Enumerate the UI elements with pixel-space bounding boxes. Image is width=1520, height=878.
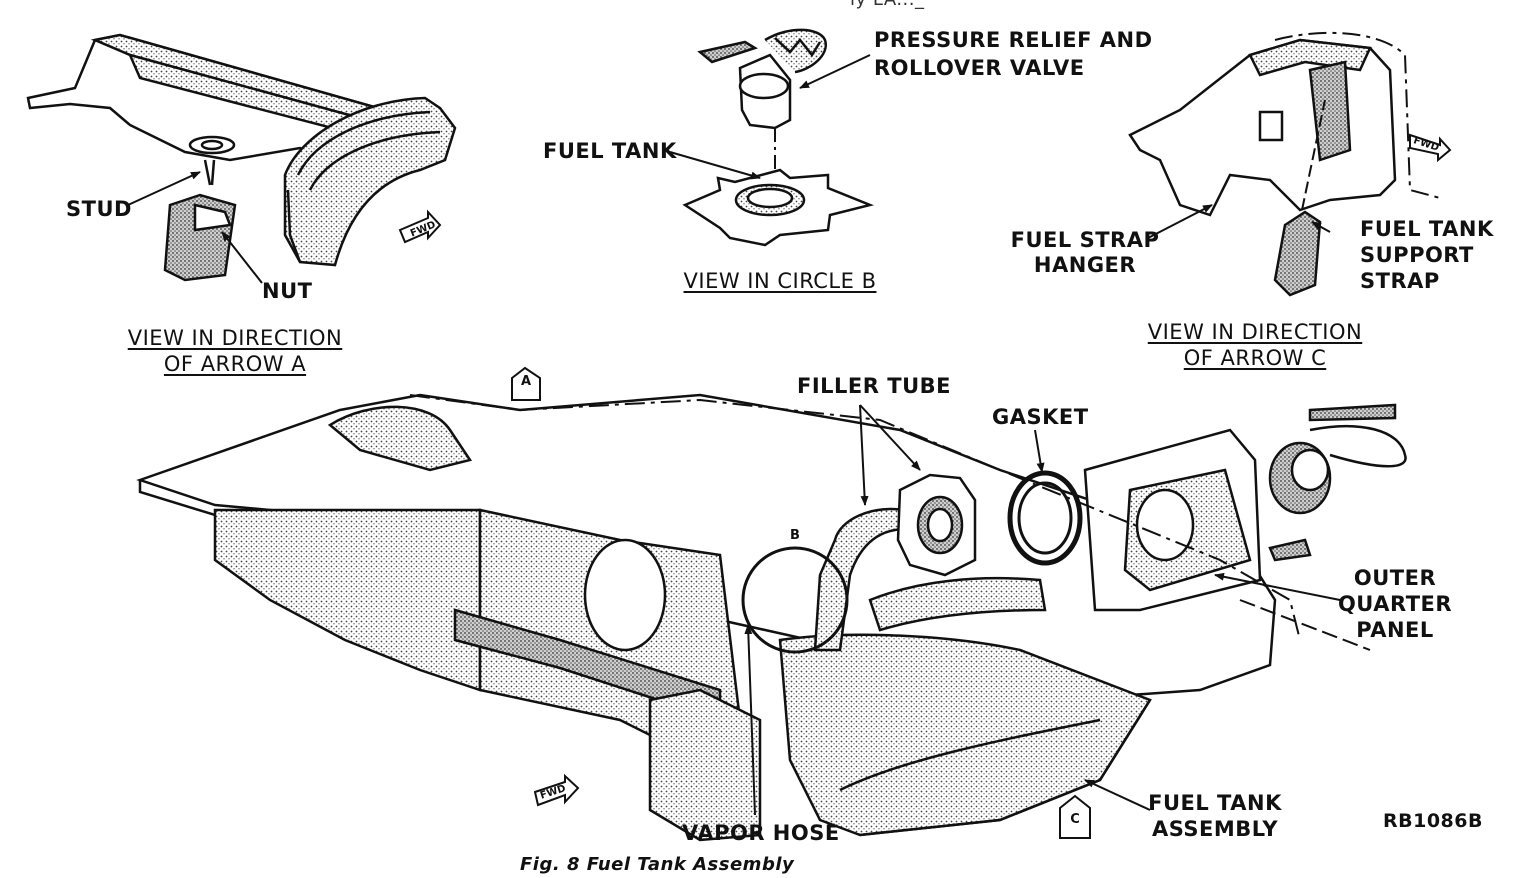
label-filler-tube: FILLER TUBE [797,374,951,398]
label-fuel-tank-b: FUEL TANK [543,139,677,163]
label-stud: STUD [66,197,132,221]
label-strap-hanger-line1: FUEL STRAP [1010,228,1160,252]
view-arrow-c-drawing [1128,31,1441,297]
label-outer-line1: OUTER [1353,566,1437,590]
fwd-arrow-icon-c [1409,133,1452,163]
figure-code: RB1086B [1383,810,1483,832]
view-arrow-a-drawing [26,33,457,284]
label-outer-line3: PANEL [1356,618,1434,642]
caption-arrow-a-line2: OF ARROW A [163,352,307,376]
label-support-line2: SUPPORT [1360,243,1474,267]
marker-a: A [520,374,532,389]
label-valve-line2: ROLLOVER VALVE [874,56,1085,80]
label-support-line3: STRAP [1360,269,1440,293]
label-vapor-hose: VAPOR HOSE [682,821,840,845]
top-cut-text: ly LA..._ [850,0,924,13]
label-valve-line1: PRESSURE RELIEF AND [874,28,1153,52]
label-strap-hanger-line2: HANGER [1033,253,1137,277]
caption-arrow-a-line1: VIEW IN DIRECTION [127,326,343,350]
label-support-line1: FUEL TANK [1360,217,1494,241]
fwd-arrows [398,133,1452,807]
figure-caption: Fig. 8 Fuel Tank Assembly [520,854,795,875]
label-assembly-line2: ASSEMBLY [1151,817,1279,841]
main-assembly-drawing [136,366,1407,842]
label-gasket: GASKET [992,405,1089,429]
marker-c: C [1070,812,1080,827]
caption-arrow-c-line1: VIEW IN DIRECTION [1147,320,1363,344]
fwd-arrow-icon-main [533,773,580,807]
marker-b: B [790,528,800,543]
label-assembly-line1: FUEL TANK [1148,791,1282,815]
label-nut: NUT [262,279,313,303]
view-circle-b-drawing [669,28,875,247]
caption-circle-b: VIEW IN CIRCLE B [683,269,877,293]
caption-arrow-c-line2: OF ARROW C [1183,346,1327,370]
label-outer-line2: QUARTER [1337,592,1453,616]
fwd-arrow-icon-a [398,209,442,244]
